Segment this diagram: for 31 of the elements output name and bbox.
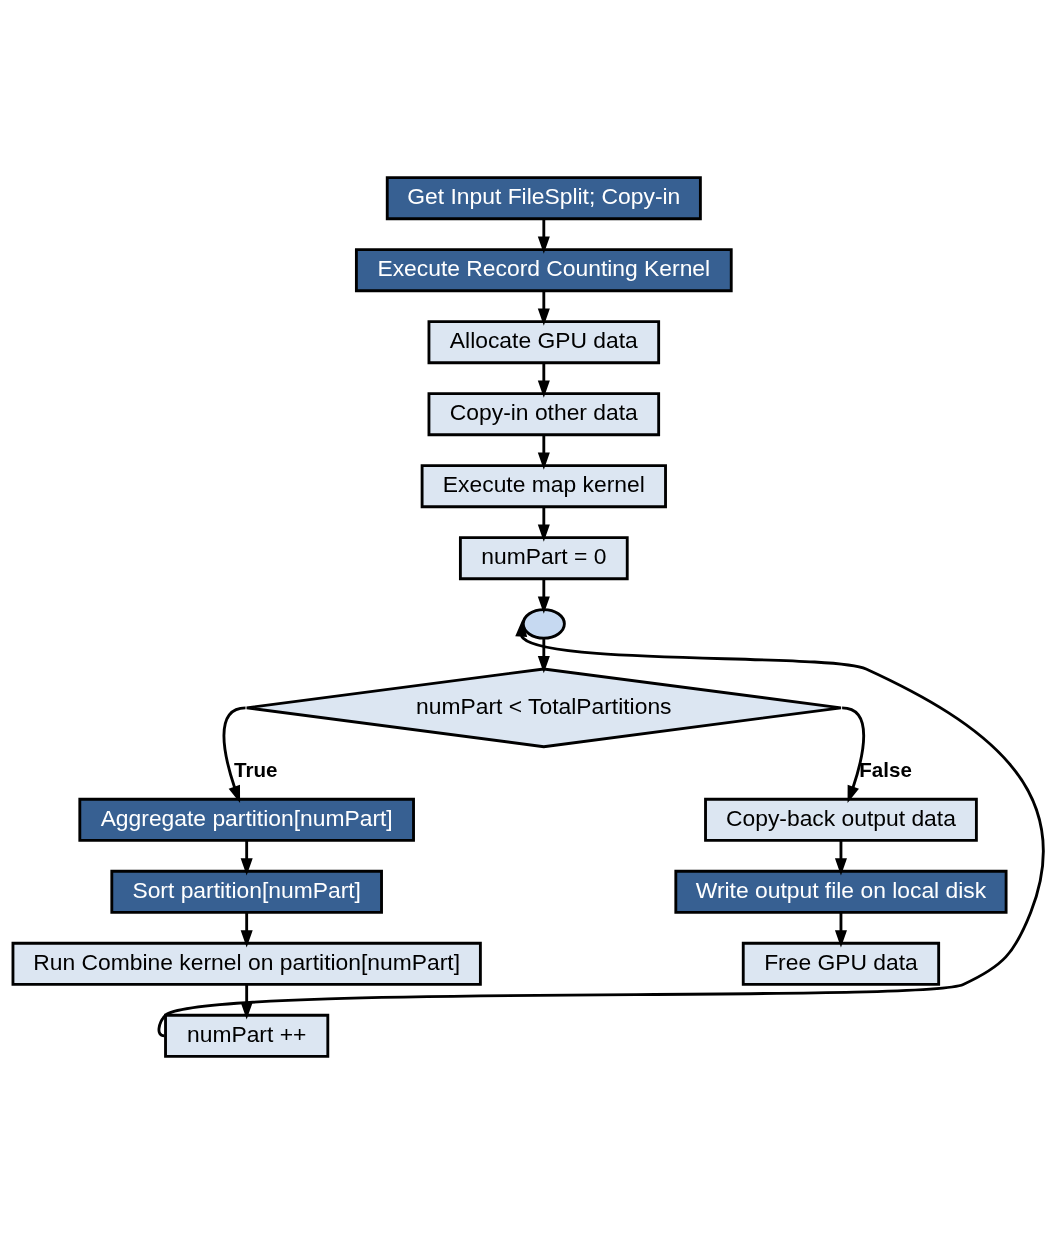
node-box: Write output file on local disk xyxy=(674,869,1008,914)
node-box: Execute map kernel xyxy=(420,464,667,509)
arrow xyxy=(537,507,550,542)
node-box: numPart ++ xyxy=(164,1013,330,1058)
arrow xyxy=(537,579,550,614)
edge-label: True xyxy=(234,757,278,781)
edge-label: False xyxy=(859,757,912,781)
arrow xyxy=(240,840,253,876)
node-box: Free GPU data xyxy=(741,941,941,986)
node-box: Run Combine kernel on partition[numPart] xyxy=(11,941,482,986)
node-box: Aggregate partition[numPart] xyxy=(78,797,415,842)
arrow xyxy=(537,291,550,326)
node-box: Copy-back output data xyxy=(704,797,978,842)
node-box: Copy-in other data xyxy=(427,392,661,437)
arrow xyxy=(537,219,550,254)
arrow xyxy=(537,435,550,470)
node-box: Allocate GPU data xyxy=(427,320,661,365)
node-box: Sort partition[numPart] xyxy=(110,869,383,914)
arrow xyxy=(537,638,550,674)
arrow xyxy=(834,840,847,876)
arrow xyxy=(834,912,847,948)
node-diamond: numPart < TotalPartitions xyxy=(245,667,843,749)
node-box: Execute Record Counting Kernel xyxy=(354,248,733,293)
arrow xyxy=(240,912,253,948)
node-circle xyxy=(521,608,566,640)
arrow xyxy=(240,984,253,1020)
arrow xyxy=(159,619,1045,1037)
node-box: numPart = 0 xyxy=(458,536,629,581)
arrow xyxy=(222,706,246,803)
node-box: Get Input FileSplit; Copy-in xyxy=(385,176,702,221)
arrow xyxy=(537,363,550,398)
